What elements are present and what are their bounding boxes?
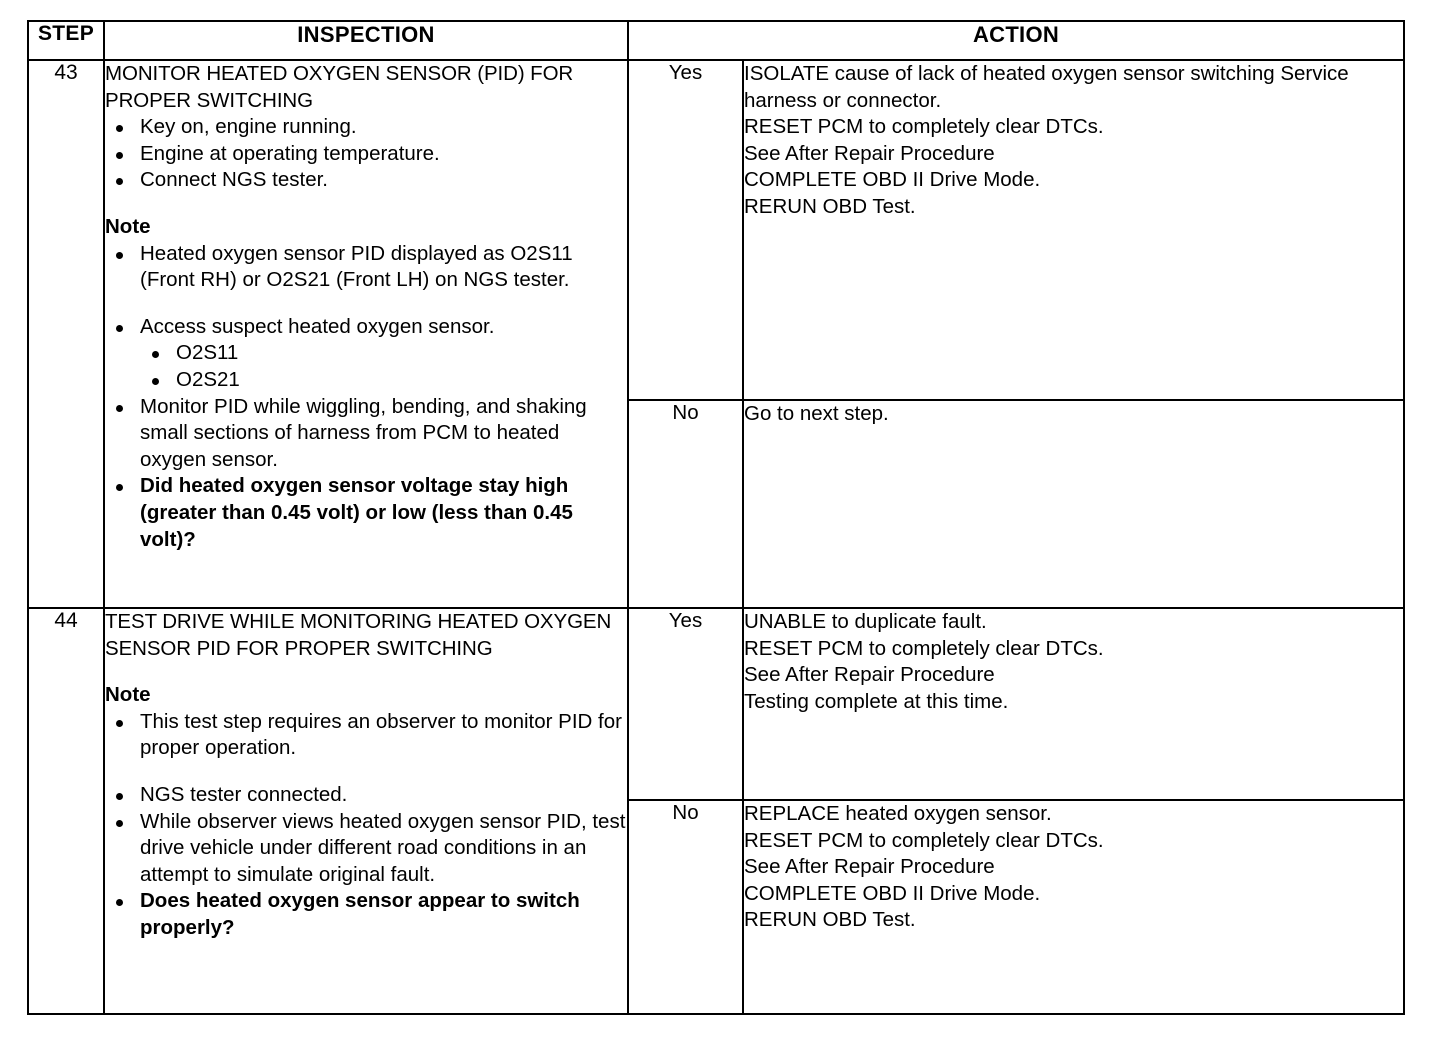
action-cell-yes: UNABLE to duplicate fault. RESET PCM to … xyxy=(741,607,1406,801)
spacer xyxy=(105,662,627,682)
action-cell-no: REPLACE heated oxygen sensor. RESET PCM … xyxy=(741,799,1406,1015)
inspection-cell: MONITOR HEATED OXYGEN SENSOR (PID) FOR P… xyxy=(103,59,629,609)
table-row: No REPLACE heated oxygen sensor. RESET P… xyxy=(28,799,1406,1015)
inspection-cell: TEST DRIVE WHILE MONITORING HEATED OXYGE… xyxy=(103,607,629,1015)
note-list: This test step requires an observer to m… xyxy=(105,709,627,762)
inspection-precondition-list: Key on, engine running. Engine at operat… xyxy=(105,114,627,194)
list-item: O2S11 xyxy=(140,340,627,367)
action-cell-yes: ISOLATE cause of lack of heated oxygen s… xyxy=(741,59,1406,401)
note-list: Heated oxygen sensor PID displayed as O2… xyxy=(105,241,627,294)
action-cell-no: Go to next step. xyxy=(741,399,1406,609)
action-line: See After Repair Procedure xyxy=(744,141,995,165)
action-line: Go to next step. xyxy=(744,402,889,425)
diagnostic-pinpoint-test-table: STEP INSPECTION ACTION 43 MONITOR HEATED… xyxy=(27,20,1406,1015)
action-line: See After Repair Procedure xyxy=(744,855,995,879)
list-item: Key on, engine running. xyxy=(105,114,627,141)
inspection-title: TEST DRIVE WHILE MONITORING HEATED OXYGE… xyxy=(105,610,612,660)
action-line: RESET PCM to completely clear DTCs. xyxy=(744,636,1104,660)
list-item: O2S21 xyxy=(140,367,627,394)
column-header-step: STEP xyxy=(27,20,105,61)
table-row: 43 MONITOR HEATED OXYGEN SENSOR (PID) FO… xyxy=(27,59,1406,609)
action-line: COMPLETE OBD II Drive Mode. xyxy=(744,168,1041,192)
branch-answer-no: No xyxy=(627,799,744,1015)
list-item: NGS tester connected. xyxy=(105,782,627,809)
list-item: This test step requires an observer to m… xyxy=(105,709,627,762)
table-row: 44 TEST DRIVE WHILE MONITORING HEATED OX… xyxy=(27,607,1406,1015)
sub-list: O2S11 O2S21 xyxy=(140,340,627,393)
table-row: No Go to next step. xyxy=(28,399,1406,609)
table-header: STEP INSPECTION ACTION xyxy=(27,20,1406,61)
step-number-cell: 44 xyxy=(27,607,105,1015)
list-item: Engine at operating temperature. xyxy=(105,141,627,168)
action-line: COMPLETE OBD II Drive Mode. xyxy=(744,881,1041,905)
inspection-title: MONITOR HEATED OXYGEN SENSOR (PID) FOR P… xyxy=(105,62,574,112)
list-item: Access suspect heated oxygen sensor. O2S… xyxy=(105,314,627,394)
header-row: STEP INSPECTION ACTION xyxy=(27,20,1406,61)
list-item-label: Access suspect heated oxygen sensor. xyxy=(140,314,495,338)
action-line: See After Repair Procedure xyxy=(744,663,995,687)
step-number-cell: 43 xyxy=(27,59,105,609)
branch-answer-yes: Yes xyxy=(627,607,744,801)
list-item: Heated oxygen sensor PID displayed as O2… xyxy=(105,241,627,294)
list-item: Connect NGS tester. xyxy=(105,167,627,194)
branch-answer-yes: Yes xyxy=(627,59,744,401)
action-line: RESET PCM to completely clear DTCs. xyxy=(744,828,1104,852)
list-item: While observer views heated oxygen senso… xyxy=(105,809,627,889)
action-line: ISOLATE cause of lack of heated oxygen s… xyxy=(744,62,1355,112)
action-line: RERUN OBD Test. xyxy=(744,908,916,932)
action-line: RESET PCM to completely clear DTCs. xyxy=(744,115,1104,139)
spacer xyxy=(105,194,627,214)
inspection-procedure-list: NGS tester connected. While observer vie… xyxy=(105,782,627,942)
note-label: Note xyxy=(105,683,151,707)
branch-answer-no: No xyxy=(627,399,744,609)
action-line: Testing complete at this time. xyxy=(744,689,1009,713)
action-line: REPLACE heated oxygen sensor. xyxy=(744,802,1052,825)
list-item: Monitor PID while wiggling, bending, and… xyxy=(105,394,627,474)
column-header-action: ACTION xyxy=(626,20,1406,61)
inspection-question: Does heated oxygen sensor appear to swit… xyxy=(105,888,627,941)
spacer xyxy=(105,294,627,314)
note-label: Note xyxy=(105,214,151,238)
table-body: 43 MONITOR HEATED OXYGEN SENSOR (PID) FO… xyxy=(27,59,1406,1015)
action-line: UNABLE to duplicate fault. xyxy=(744,610,987,633)
action-line: RERUN OBD Test. xyxy=(744,194,916,218)
inspection-question: Did heated oxygen sensor voltage stay hi… xyxy=(105,473,627,553)
column-header-inspection: INSPECTION xyxy=(103,20,629,61)
spacer xyxy=(105,762,627,782)
inspection-procedure-list: Access suspect heated oxygen sensor. O2S… xyxy=(105,314,627,553)
